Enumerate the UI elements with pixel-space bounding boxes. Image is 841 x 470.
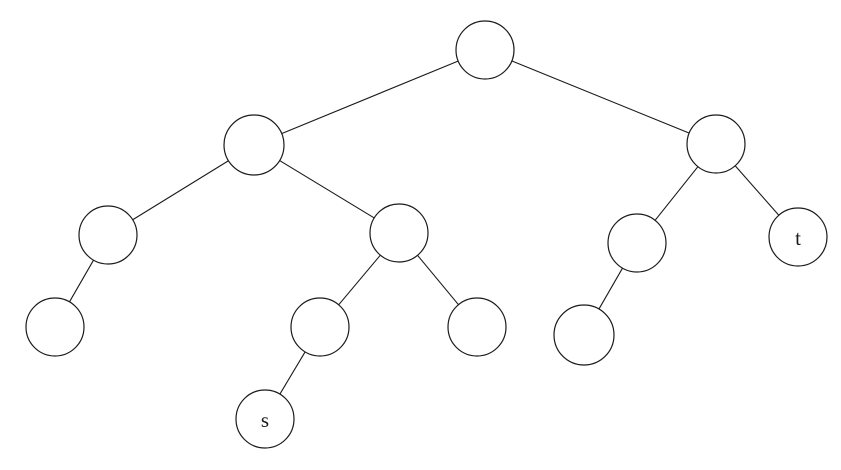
- edge-leftright-right: [417, 255, 459, 305]
- nodes-group: st: [25, 20, 828, 449]
- node-left: [223, 114, 285, 176]
- node-left-right: [369, 203, 429, 263]
- node-right-circle: [686, 114, 746, 174]
- node-t: t: [768, 207, 828, 267]
- node-root: [455, 20, 515, 80]
- node-right-left: [607, 213, 667, 273]
- edge-leftright-left: [338, 255, 381, 305]
- node-right-left-circle: [607, 213, 667, 273]
- edge-root-right: [511, 60, 690, 134]
- node-right: [686, 114, 746, 174]
- node-root-circle: [455, 20, 515, 80]
- node-s-circle: [235, 389, 295, 449]
- node-left-circle: [223, 114, 285, 176]
- edge-left-leftright: [279, 160, 375, 219]
- edges-group: [69, 60, 780, 395]
- edge-left-leftleft: [132, 160, 229, 221]
- edge-right-t: [734, 165, 780, 216]
- edge-right-rightleft: [654, 166, 699, 221]
- edge-leftrightleft-s: [279, 351, 306, 395]
- edge-root-left: [281, 60, 459, 134]
- node-left-right-left: [290, 297, 350, 357]
- node-left-left-left: [25, 297, 85, 357]
- node-left-right-left-circle: [290, 297, 350, 357]
- node-left-left-left-circle: [25, 297, 85, 357]
- node-left-left: [78, 205, 138, 265]
- node-t-circle: [768, 207, 828, 267]
- node-s: s: [235, 389, 295, 449]
- node-left-left-circle: [78, 205, 138, 265]
- edge-leftleft-child: [69, 260, 94, 302]
- node-right-left-left: [553, 304, 615, 366]
- edge-rightleft-child: [598, 268, 623, 310]
- node-right-left-left-circle: [553, 304, 615, 366]
- node-left-right-circle: [369, 203, 429, 263]
- node-left-right-right: [447, 297, 507, 357]
- node-s-label: s: [261, 408, 269, 432]
- node-t-label: t: [795, 226, 801, 250]
- node-left-right-right-circle: [447, 297, 507, 357]
